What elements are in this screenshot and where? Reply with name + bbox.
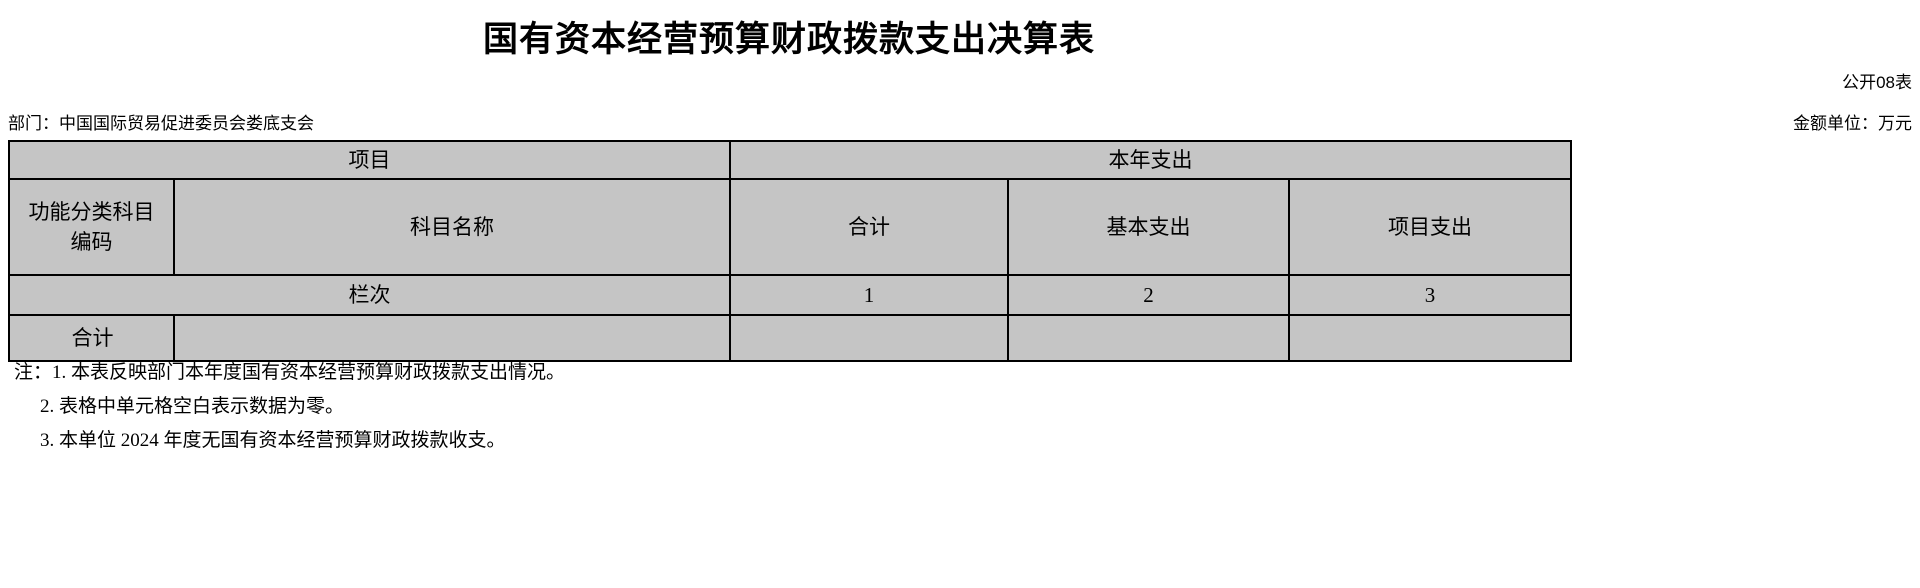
line-number-total-value: 1 [863,283,875,307]
row-total-label: 合计 [71,326,114,350]
row-project-expenditure-value [1290,334,1570,342]
column-header-function-code-line1: 功能分类科目 [28,200,155,224]
row-project-expenditure-cell [1287,314,1573,362]
footnotes: 注：1. 本表反映部门本年度国有资本经营预算财政拨款支出情况。 2. 表格中单元… [14,356,1214,458]
group-header-year-expenditure: 本年支出 [728,140,1573,180]
row-total-label-cell: 合计 [8,314,175,362]
sheet-code-label: 公开08表 [1842,73,1912,92]
table-row: 合计 [8,314,1573,362]
line-number-label-cell: 栏次 [8,274,731,316]
line-number-basic-expenditure: 2 [1007,274,1290,316]
footnote-2: 2. 表格中单元格空白表示数据为零。 [40,396,345,417]
line-number-project-expenditure: 3 [1287,274,1573,316]
column-header-function-code-line2: 编码 [70,230,113,254]
line-number-label: 栏次 [348,283,391,307]
column-header-function-code: 功能分类科目 编码 [8,178,175,276]
department-label: 部门：中国国际贸易促进委员会娄底支会 [8,114,314,133]
table-group-header-row: 项目 本年支出 [8,140,1573,180]
expenditure-table: 项目 本年支出 功能分类科目 编码 科目名称 [8,140,1573,362]
column-header-basic-expenditure-label: 基本支出 [1106,215,1191,239]
row-subject-name-value [175,334,729,342]
footnote-3: 3. 本单位 2024 年度无国有资本经营预算财政拨款收支。 [40,430,506,451]
line-number-basic-expenditure-value: 2 [1143,283,1154,307]
column-header-total: 合计 [729,178,1009,276]
column-header-subject-name: 科目名称 [173,178,731,276]
meta-row: 部门：中国国际贸易促进委员会娄底支会 金额单位：万元 [8,112,1912,136]
table-column-header-row: 功能分类科目 编码 科目名称 合计 基本支出 项目支出 [8,178,1573,276]
row-subject-name-cell [173,314,731,362]
row-basic-expenditure-value [1009,334,1288,342]
column-header-project-expenditure-label: 项目支出 [1388,215,1473,239]
expenditure-table-wrapper: 项目 本年支出 功能分类科目 编码 科目名称 [8,140,1573,362]
column-header-basic-expenditure: 基本支出 [1007,178,1290,276]
row-total-value [731,334,1007,342]
amount-unit-label: 金额单位：万元 [1793,114,1912,133]
group-header-item: 项目 [8,140,731,180]
line-number-project-expenditure-value: 3 [1424,283,1436,307]
row-basic-expenditure-cell [1007,314,1290,362]
column-header-project-expenditure: 项目支出 [1287,178,1573,276]
table-line-number-row: 栏次 1 2 3 [8,274,1573,316]
group-header-item-label: 项目 [348,148,391,172]
footnote-1: 注：1. 本表反映部门本年度国有资本经营预算财政拨款支出情况。 [14,362,566,383]
row-total-cell [729,314,1009,362]
column-header-function-code-text: 功能分类科目 编码 [10,193,173,261]
column-header-subject-name-label: 科目名称 [410,215,494,239]
column-header-total-label: 合计 [848,215,890,239]
line-number-total: 1 [729,274,1009,316]
page-title: 国有资本经营预算财政拨款支出决算表 [482,20,1095,59]
group-header-year-expenditure-label: 本年支出 [1108,148,1193,172]
